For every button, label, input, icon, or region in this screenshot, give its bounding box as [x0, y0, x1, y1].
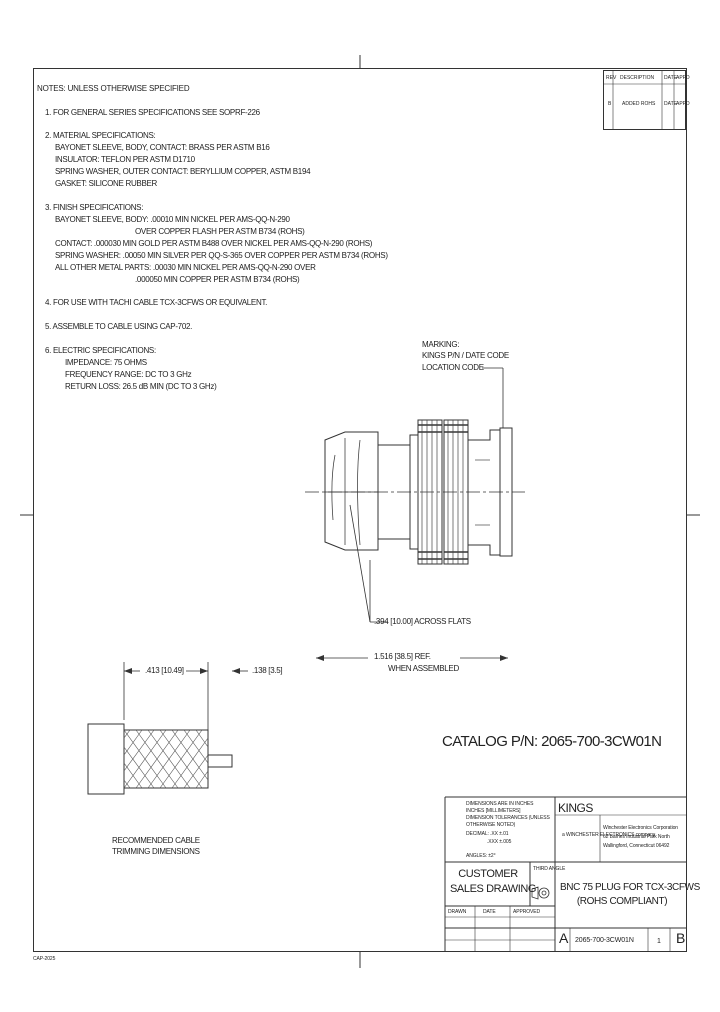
approved-label: APPROVED [513, 909, 540, 915]
trim-caption: TRIMMING DIMENSIONS [112, 847, 200, 856]
division-text: a WINCHESTER ELECTRONICS company [562, 832, 656, 838]
note-line: 3. FINISH SPECIFICATIONS: [45, 203, 144, 212]
trim-dimension-right: .138 [3.5] [252, 666, 283, 675]
note-line: FREQUENCY RANGE: DC TO 3 GHz [65, 370, 192, 379]
note-line: OVER COPPER FLASH PER ASTM B734 (ROHS) [135, 227, 305, 236]
tolerance-line: OTHERWISE NOTED) [466, 822, 516, 828]
marking-label: LOCATION CODE [422, 363, 484, 372]
note-line: RETURN LOSS: 26.5 dB MIN (DC TO 3 GHz) [65, 382, 217, 391]
drawing-number: 2065-700-3CW01N [575, 937, 634, 944]
third-angle-label: THIRD ANGLE [533, 866, 566, 872]
trim-dimension-left: .413 [10.49] [145, 666, 184, 675]
note-line: GASKET: SILICONE RUBBER [55, 179, 158, 188]
note-line: 5. ASSEMBLE TO CABLE USING CAP-702. [45, 322, 193, 331]
notes-title: NOTES: UNLESS OTHERWISE SPECIFIED [37, 84, 190, 93]
date-label: DATE [483, 909, 496, 915]
appd-value: APPD [676, 101, 690, 107]
tolerance-line: DIMENSION TOLERANCES (UNLESS [466, 815, 550, 821]
tolerance-line: DIMENSIONS ARE IN INCHES [466, 801, 534, 807]
date-value: DATE [664, 101, 677, 107]
note-line: SPRING WASHER: .00050 MIN SILVER PER QQ-… [55, 251, 388, 260]
kings-logo: KINGS [558, 801, 593, 815]
appd-header: APPD [676, 75, 690, 81]
note-line: ALL OTHER METAL PARTS: .00030 MIN NICKEL… [55, 263, 316, 272]
drawing-type: CUSTOMER [458, 868, 518, 880]
drawing-title: (ROHS COMPLIANT) [576, 896, 668, 907]
tolerance-line: INCHES [MILLIMETERS] [466, 808, 521, 814]
note-line: 1. FOR GENERAL SERIES SPECIFICATIONS SEE… [45, 108, 260, 117]
sheet-number: 1 [657, 938, 661, 945]
overall-length-dimension: 1.516 [38.5] REF. [374, 652, 431, 661]
description-value: ADDED ROHS [622, 101, 656, 107]
marking-label: KINGS P/N / DATE CODE [422, 351, 509, 360]
note-line: 2. MATERIAL SPECIFICATIONS: [45, 131, 156, 140]
note-line: SPRING WASHER, OUTER CONTACT: BERYLLIUM … [55, 167, 311, 176]
note-line: BAYONET SLEEVE, BODY, CONTACT: BRASS PER… [55, 143, 270, 152]
rev-value: B [676, 930, 686, 946]
marking-label: MARKING: [422, 340, 460, 349]
drawing-frame [33, 68, 687, 952]
rev-value: B [608, 101, 612, 107]
tolerance-line: ANGLES: ±2° [466, 853, 496, 859]
drawing-title: BNC 75 PLUG FOR TCX-3CFWS [560, 882, 700, 893]
size-value: A [559, 930, 569, 946]
company-address: Wallingford, Connecticut 06492 [603, 843, 670, 849]
revision-block: REV DESCRIPTION DATE APPD B ADDED ROHS D… [603, 70, 690, 130]
catalog-part-number: CATALOG P/N: 2065-700-3CW01N [442, 733, 662, 750]
tolerance-line: .XXX ±.005 [487, 839, 512, 845]
drawing-type: SALES DRAWING [450, 883, 537, 895]
overall-length-note: WHEN ASSEMBLED [388, 664, 459, 673]
note-line: INSULATOR: TEFLON PER ASTM D1710 [55, 155, 195, 164]
date-header: DATE [664, 75, 677, 81]
rev-header: REV [606, 75, 617, 81]
company-address: 62 Barnes Industrial Park North [603, 834, 670, 840]
note-line: 6. ELECTRIC SPECIFICATIONS: [45, 346, 156, 355]
company-address: Winchester Electronics Corporation [603, 825, 678, 831]
footer-code: CAP-2025 [33, 956, 56, 962]
note-line: BAYONET SLEEVE, BODY: .00010 MIN NICKEL … [55, 215, 290, 224]
note-line: 4. FOR USE WITH TACHI CABLE TCX-3CFWS OR… [45, 298, 268, 307]
note-line: IMPEDANCE: 75 OHMS [65, 358, 147, 367]
description-header: DESCRIPTION [620, 75, 655, 81]
tolerance-line: DECIMAL: .XX ±.01 [466, 831, 509, 837]
trim-caption: RECOMMENDED CABLE [112, 836, 200, 845]
note-line: CONTACT: .000030 MIN GOLD PER ASTM B488 … [55, 239, 373, 248]
flats-dimension: .394 [10.00] ACROSS FLATS [374, 617, 471, 626]
drawn-label: DRAWN [448, 909, 467, 915]
note-line: .000050 MIN COPPER PER ASTM B734 (ROHS) [135, 275, 300, 284]
